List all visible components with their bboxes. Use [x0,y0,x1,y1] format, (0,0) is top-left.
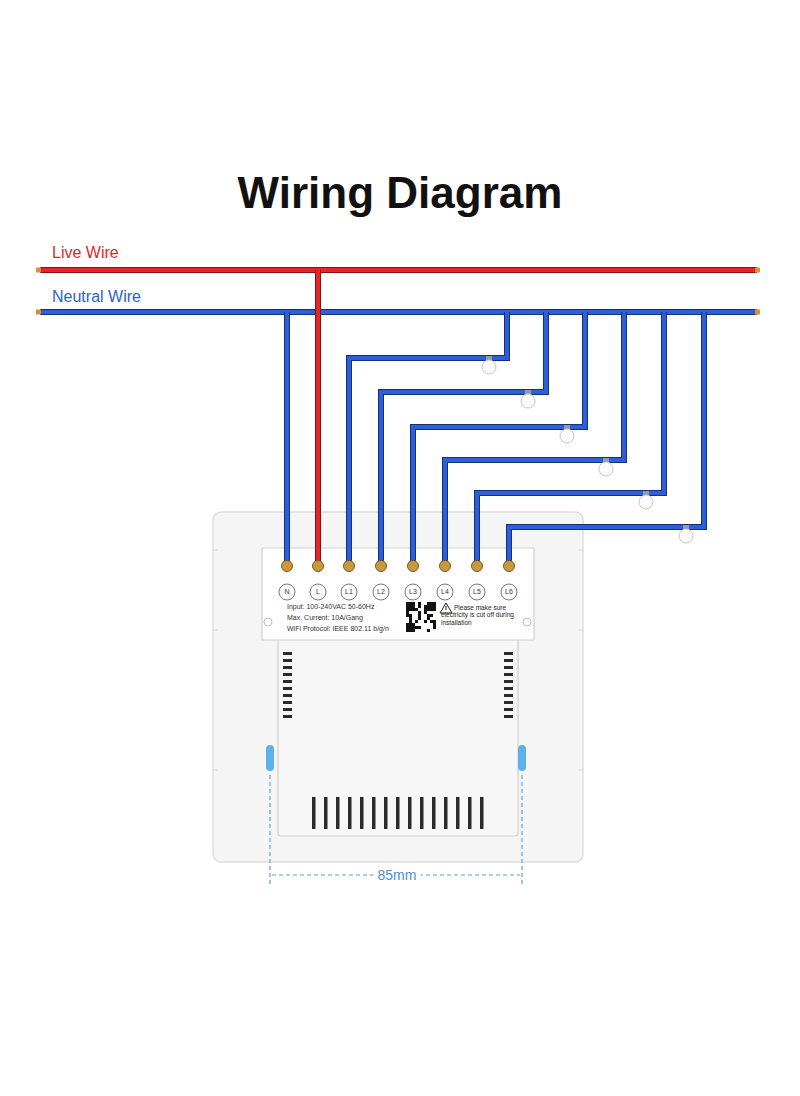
dimension-label: 85mm [374,867,421,883]
terminal-label: L2 [377,588,385,596]
switch-plate [213,512,583,862]
wire-label: Live Wire [52,244,119,262]
mount-hole [264,618,272,626]
warning-text: Please make sure electricity is cut off … [441,604,525,626]
terminal-block [262,548,534,640]
terminals [279,561,517,601]
terminal-label: L [316,588,320,596]
qr-code [406,602,436,632]
spec-text: Input: 100-240VAC 50-60Hz [287,603,374,611]
mount-slot [266,745,274,771]
terminal-label: L4 [441,588,449,596]
terminal-label: L6 [505,588,513,596]
wire-label: Neutral Wire [52,288,141,306]
mount-slot [518,745,526,771]
spec-text: Max. Current: 10A/Gang [287,614,363,622]
dimension-line [270,775,522,886]
terminal-label: N [284,588,289,596]
spec-text: WiFi Protocol: IEEE 802.11 b/g/n [287,625,389,633]
terminal-label: L1 [345,588,353,596]
mount-hole [523,618,531,626]
terminal-label: L5 [473,588,481,596]
diagram-title: Wiring Diagram [238,168,563,219]
vent-slots [283,652,513,829]
switch-housing [278,636,518,836]
terminal-label: L3 [409,588,417,596]
light-bulbs [482,356,693,543]
wires [36,268,760,566]
